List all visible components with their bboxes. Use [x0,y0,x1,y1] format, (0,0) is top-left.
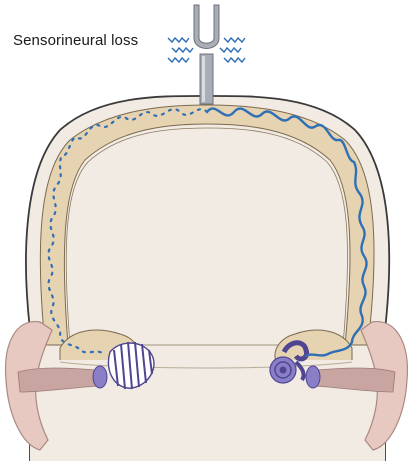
sound-wave-path [205,107,368,358]
left-inner-ear-damaged [107,341,155,390]
right-ear [305,321,409,451]
vibration-lines-icon [167,36,246,64]
brain-cavity [65,127,348,346]
left-ear [4,321,108,451]
temporal-bone-right [274,329,353,363]
blocked-wave-path [47,108,209,356]
tuning-fork-icon [193,4,220,105]
diagram-caption: Sensorineural loss [13,32,139,49]
right-cochlea [269,340,310,384]
jaw-line [59,361,353,369]
right-eardrum [305,365,321,389]
left-eardrum [92,365,108,389]
